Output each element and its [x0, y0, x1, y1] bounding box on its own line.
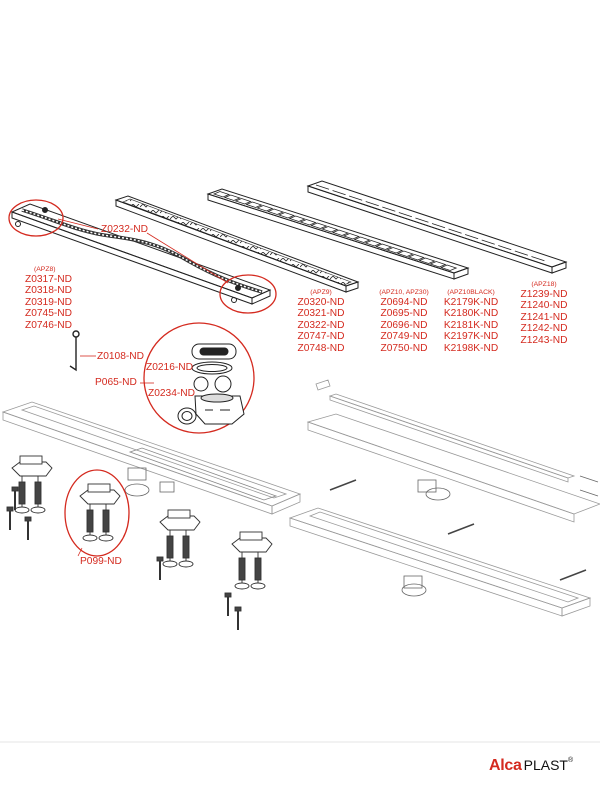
code-item: K2198K-ND [443, 342, 499, 354]
code-item: Z0319-ND [25, 296, 72, 308]
code-item: Z1240-ND [520, 300, 568, 312]
code-item: Z0750-ND [380, 342, 428, 354]
code-item: Z0694-ND [380, 297, 428, 308]
logo-alca: Alca [489, 757, 522, 774]
group-apz10: (APZ10, APZ30) Z0694-ND Z0695-ND Z0696-N… [370, 288, 438, 354]
group-apz10black: (APZ10BLACK) K2179K-ND K2180K-ND K2181K-… [437, 288, 505, 354]
grate-apz8 [10, 203, 272, 305]
grate-apz9 [114, 195, 360, 293]
label-p065: P065-ND [95, 377, 137, 388]
callout-ellipse-grate-left [8, 199, 64, 237]
code-item: Z0317-ND [25, 274, 72, 285]
group-apz10black-header: (APZ10BLACK) [447, 289, 495, 296]
logo-registered-mark: ® [567, 757, 574, 764]
code-item: K2179K-ND [443, 297, 499, 308]
label-z0232: Z0232-ND [101, 224, 148, 235]
code-item: Z0749-ND [380, 331, 428, 343]
code-item: Z0322-ND [297, 319, 345, 331]
code-item: Z0746-ND [25, 319, 72, 331]
callout-ellipse-grate-right [219, 274, 277, 314]
group-apz8-header: (APZ8) [34, 266, 56, 273]
drain-channel-right-lower [288, 507, 592, 617]
group-apz10-header: (APZ10, APZ30) [379, 289, 429, 296]
code-item: Z1239-ND [520, 289, 568, 300]
label-z0108: Z0108-ND [97, 351, 144, 362]
label-z0234: Z0234-ND [148, 388, 195, 399]
code-item: Z1241-ND [520, 311, 568, 323]
callout-circle-siphon [143, 322, 255, 434]
code-item: K2181K-ND [443, 319, 499, 331]
code-item: Z0321-ND [297, 308, 345, 320]
hook-pin [69, 330, 80, 372]
code-item: Z0696-ND [380, 319, 428, 331]
group-apz18: (APZ18) Z1239-ND Z1240-ND Z1241-ND Z1242… [513, 280, 575, 346]
code-item: K2197K-ND [443, 331, 499, 343]
code-item: Z0695-ND [380, 308, 428, 320]
feet-left [6, 455, 273, 630]
group-apz8: (APZ8) Z0317-ND Z0318-ND Z0319-ND Z0745-… [25, 265, 72, 331]
logo-plast: PLAST [523, 757, 568, 773]
group-apz9-header: (APZ9) [310, 289, 332, 296]
screws-right [329, 479, 587, 581]
code-item: Z0747-ND [297, 331, 345, 343]
code-item: K2180K-ND [443, 308, 499, 320]
grate-apz10 [206, 188, 470, 280]
callout-ellipse-foot [64, 469, 130, 557]
drain-channel-right-upper [306, 379, 600, 523]
code-item: Z1243-ND [520, 334, 568, 346]
group-apz18-header: (APZ18) [531, 281, 557, 288]
siphon-parts [177, 343, 245, 425]
code-item: Z0748-ND [297, 342, 345, 354]
label-z0216: Z0216-ND [146, 362, 193, 373]
code-item: Z0745-ND [25, 308, 72, 320]
code-item: Z0318-ND [25, 285, 72, 297]
grate-apz18 [306, 180, 568, 274]
group-apz9: (APZ9) Z0320-ND Z0321-ND Z0322-ND Z0747-… [290, 288, 352, 354]
drain-channel-left [1, 401, 302, 515]
code-item: Z1242-ND [520, 323, 568, 335]
code-item: Z0320-ND [297, 297, 345, 308]
label-p099: P099-ND [80, 556, 122, 567]
